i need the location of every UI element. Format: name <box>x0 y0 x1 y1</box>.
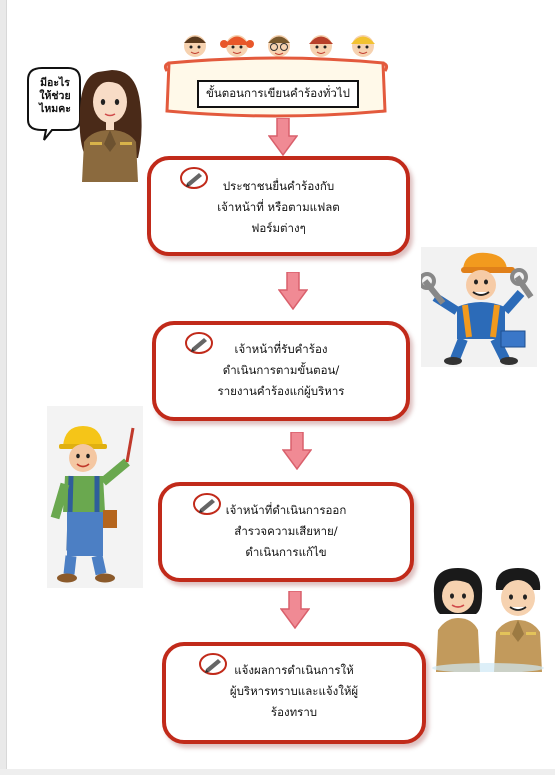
officer-couple-icon <box>432 568 544 672</box>
step-3-line-1: เจ้าหน้าที่ดำเนินการออก <box>225 503 347 517</box>
speech-line-3: ไหมคะ <box>39 103 71 115</box>
page-bottom-edge <box>0 769 555 775</box>
down-arrow-icon <box>278 272 308 310</box>
down-arrow-icon <box>282 432 312 470</box>
flow-step-2: เจ้าหน้าที่รับคำร้อง ดำเนินการตามขั้นตอน… <box>152 321 410 421</box>
step-2-line-3: รายงานคำร้องแก่ผู้บริหาร <box>217 384 345 398</box>
page-left-edge <box>0 0 7 775</box>
down-arrow-icon <box>268 118 298 156</box>
step-1-line-1: ประชาชนยื่นคำร้องกับ <box>222 179 335 193</box>
pencil-icon <box>185 332 213 354</box>
step-4-line-1: แจ้งผลการดำเนินการให้ <box>234 663 354 677</box>
mechanic-icon <box>421 247 537 367</box>
officer-woman-icon <box>27 67 142 182</box>
step-2-line-2: ดำเนินการตามขั้นตอน/ <box>222 363 340 377</box>
step-4-line-3: ร้องทราบ <box>270 705 318 719</box>
page-title: ขั้นตอนการเขียนคำร้องทั่วไป <box>197 80 359 108</box>
pencil-icon <box>199 653 227 675</box>
speech-line-1: มีอะไร <box>40 77 70 89</box>
step-4-line-2: ผู้บริหารทราบและแจ้งให้ผู้ <box>229 684 359 698</box>
step-2-line-1: เจ้าหน้าที่รับคำร้อง <box>234 342 328 356</box>
flow-step-3: เจ้าหน้าที่ดำเนินการออก สำรวจความเสียหาย… <box>158 482 414 582</box>
step-3-line-3: ดำเนินการแก้ไข <box>245 545 327 559</box>
step-1-line-3: ฟอร์มต่างๆ <box>251 221 306 235</box>
kids-faces-icon <box>184 35 375 57</box>
pencil-icon <box>193 493 221 515</box>
worker-icon <box>47 406 143 588</box>
flow-step-4: แจ้งผลการดำเนินการให้ ผู้บริหารทราบและแจ… <box>162 642 426 744</box>
step-1-line-2: เจ้าหน้าที่ หรือตามแฟลต <box>217 200 340 214</box>
flow-step-1: ประชาชนยื่นคำร้องกับ เจ้าหน้าที่ หรือตาม… <box>147 156 410 256</box>
step-3-line-2: สำรวจความเสียหาย/ <box>234 524 338 538</box>
down-arrow-icon <box>280 591 310 629</box>
speech-line-2: ให้ช่วย <box>39 90 71 102</box>
pencil-icon <box>180 167 208 189</box>
